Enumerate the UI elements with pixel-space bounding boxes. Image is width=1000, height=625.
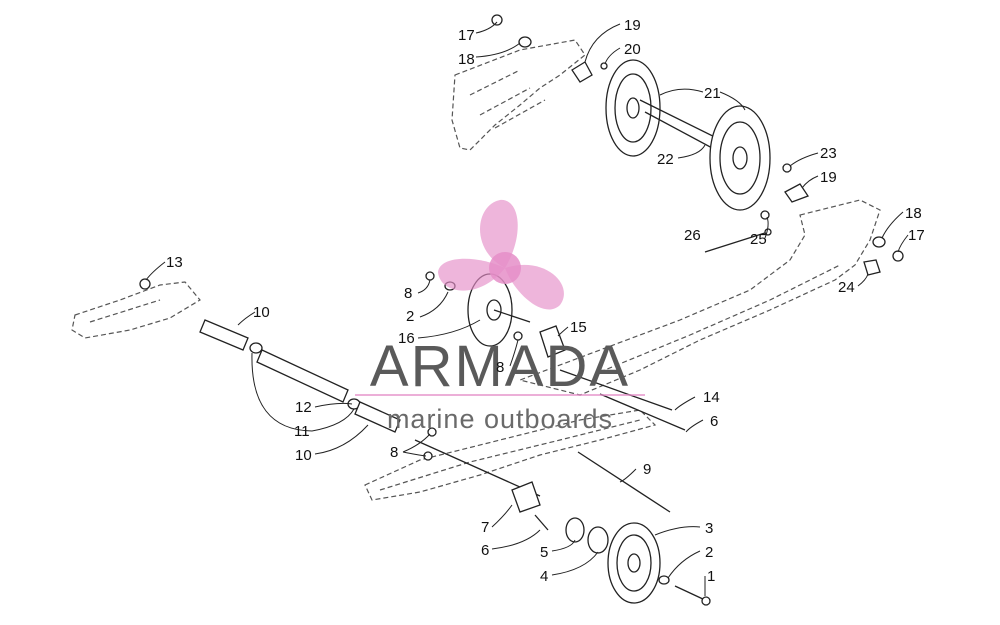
part-label: 6 xyxy=(710,413,718,430)
right-rail xyxy=(517,199,881,396)
propeller-logo-icon xyxy=(438,199,564,310)
part-label: 11 xyxy=(294,423,310,440)
fasteners-middle xyxy=(139,271,566,358)
bearing-4-ring-5 xyxy=(565,517,609,554)
wheel-3 xyxy=(607,522,661,604)
part-label: 24 xyxy=(838,279,855,296)
idler-wheel-upper xyxy=(605,59,661,157)
upper-rail xyxy=(451,39,586,151)
idler-wheel-lower xyxy=(709,105,771,211)
left-rail xyxy=(71,281,201,339)
leader-lines xyxy=(145,21,909,596)
part-label: 2 xyxy=(406,308,414,325)
part-label: 20 xyxy=(624,41,641,58)
idler-bracket-19b xyxy=(784,183,809,203)
part-label: 8 xyxy=(496,359,504,376)
bracket-7 xyxy=(511,481,549,531)
part-label: 3 xyxy=(705,520,713,537)
part-label: 17 xyxy=(458,27,475,44)
part-labels: 17 18 19 20 21 22 23 19 18 17 26 25 24 1… xyxy=(166,17,925,585)
part-label: 19 xyxy=(820,169,837,186)
part-label: 15 xyxy=(570,319,587,336)
part-label: 17 xyxy=(908,227,925,244)
part-label: 8 xyxy=(390,444,398,461)
part-label: 8 xyxy=(404,285,412,302)
part-label: 18 xyxy=(905,205,922,222)
idler-bracket-19a xyxy=(571,61,593,83)
part-label: 23 xyxy=(820,145,837,162)
part-label: 25 xyxy=(750,231,767,248)
part-label: 2 xyxy=(705,544,713,561)
part-label: 10 xyxy=(295,447,312,464)
part-label: 19 xyxy=(624,17,641,34)
part-label: 16 xyxy=(398,330,415,347)
spacer-tubes xyxy=(199,319,401,433)
part-label: 6 xyxy=(481,542,489,559)
part-label: 14 xyxy=(703,389,720,406)
shafts-lower-middle xyxy=(414,369,686,513)
fasteners-upper xyxy=(491,14,904,276)
part-label: 4 xyxy=(540,568,548,585)
watermark: ARMADA marine outboards xyxy=(355,199,645,434)
part-label: 12 xyxy=(295,399,312,416)
part-label: 5 xyxy=(540,544,548,561)
part-label: 1 xyxy=(707,568,715,585)
watermark-title: ARMADA xyxy=(370,334,630,399)
watermark-subtitle: marine outboards xyxy=(387,404,613,434)
part-label: 22 xyxy=(657,151,674,168)
part-label: 21 xyxy=(704,85,721,102)
part-label: 26 xyxy=(684,227,701,244)
bolt-1 xyxy=(658,575,711,606)
lower-rail xyxy=(364,409,657,501)
part-label: 13 xyxy=(166,254,183,271)
part-label: 7 xyxy=(481,519,489,536)
part-label: 18 xyxy=(458,51,475,68)
part-label: 9 xyxy=(643,461,651,478)
part-label: 10 xyxy=(253,304,270,321)
